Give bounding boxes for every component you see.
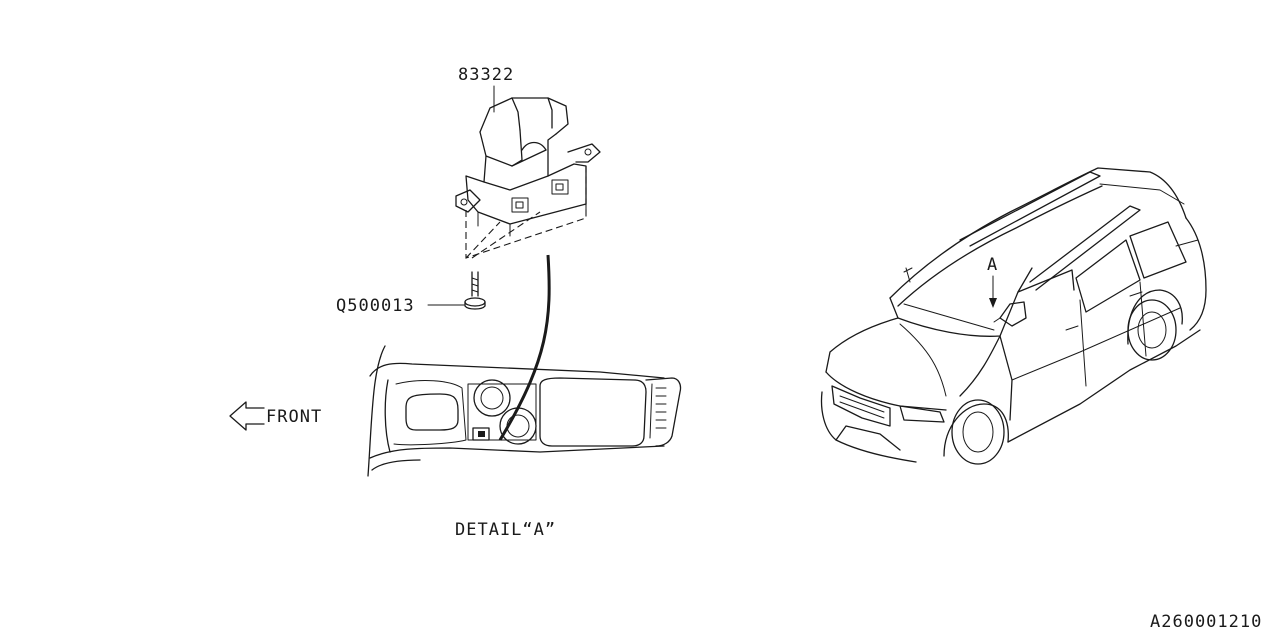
center-console [367, 345, 682, 477]
part-number-switch: 83322 [458, 65, 514, 85]
view-marker-arrow-icon [989, 275, 997, 308]
vehicle-illustration [820, 167, 1207, 465]
front-label: FRONT [266, 407, 322, 427]
front-arrow-icon [229, 401, 265, 431]
dashed-guide [465, 166, 587, 259]
figure-id: A260001210 [1150, 612, 1262, 632]
dashed-guide-diagonals [465, 211, 541, 259]
view-marker-label: A [987, 255, 998, 275]
part-number-screw: Q500013 [336, 296, 415, 316]
switch-assembly[interactable] [455, 97, 601, 237]
detail-caption: DETAIL“A” [455, 520, 556, 540]
location-pointer-curve [498, 254, 551, 441]
screw[interactable] [464, 271, 486, 310]
